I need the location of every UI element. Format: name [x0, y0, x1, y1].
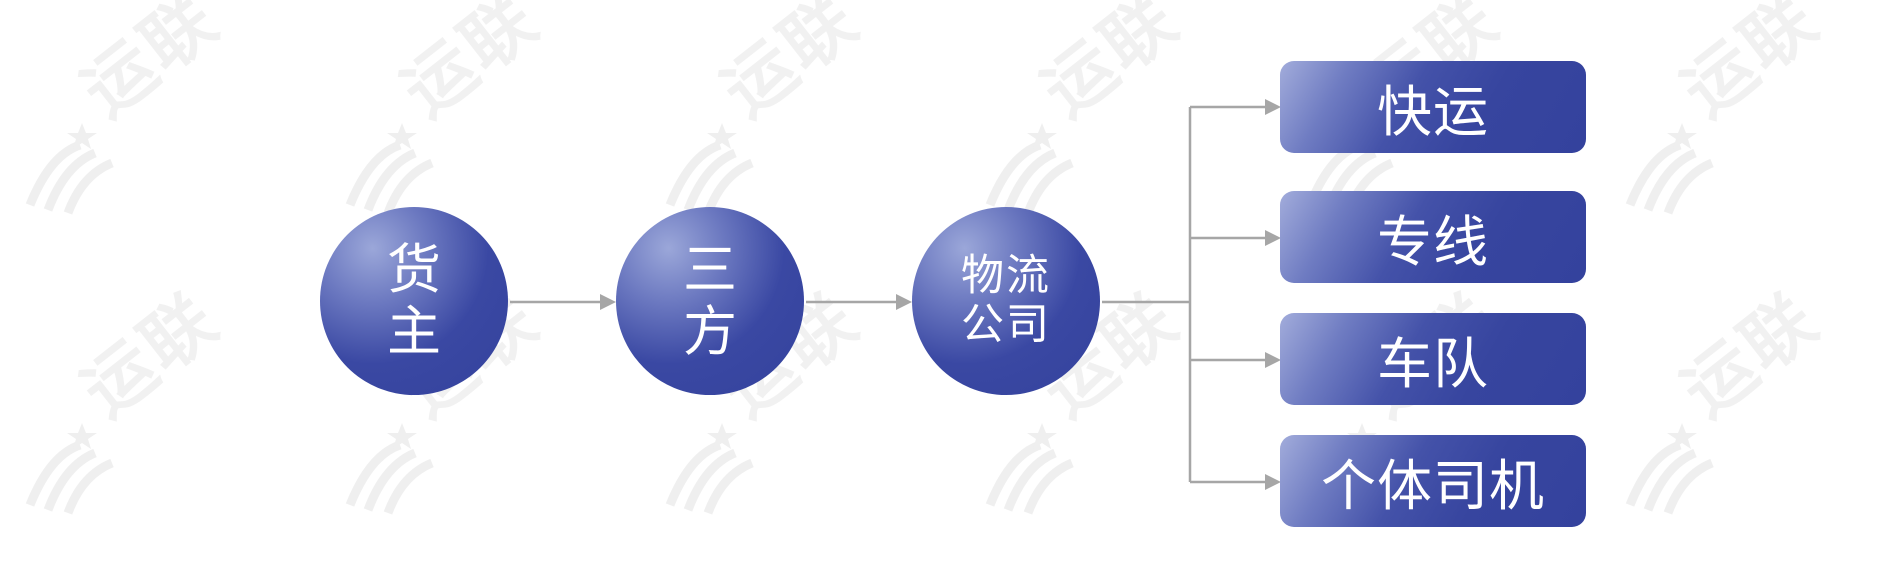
node-label-line: 货 — [387, 237, 441, 301]
target-kuaiyun: 快运 — [1280, 61, 1586, 153]
arrowhead-icon — [600, 294, 616, 310]
node-huozhu: 货 主 — [320, 207, 508, 395]
node-label-line: 三 — [683, 237, 737, 301]
node-label-line: 主 — [387, 300, 441, 363]
arrowhead-icon — [1265, 352, 1281, 368]
arrowhead-icon — [1265, 230, 1281, 246]
target-chedui: 车队 — [1280, 313, 1586, 405]
arrowhead-icon — [896, 294, 912, 310]
target-geti: 个体司机 — [1280, 435, 1586, 527]
node-sanfang: 三 方 — [616, 207, 804, 395]
node-label-line: 方 — [683, 300, 737, 363]
node-wuliu: 物流 公司 — [912, 207, 1100, 395]
arrowhead-icon — [1265, 474, 1281, 490]
node-label-line: 公司 — [961, 300, 1051, 350]
node-label-line: 物流 — [961, 250, 1051, 301]
target-zhuanxian: 专线 — [1280, 191, 1586, 283]
arrowhead-icon — [1265, 99, 1281, 115]
